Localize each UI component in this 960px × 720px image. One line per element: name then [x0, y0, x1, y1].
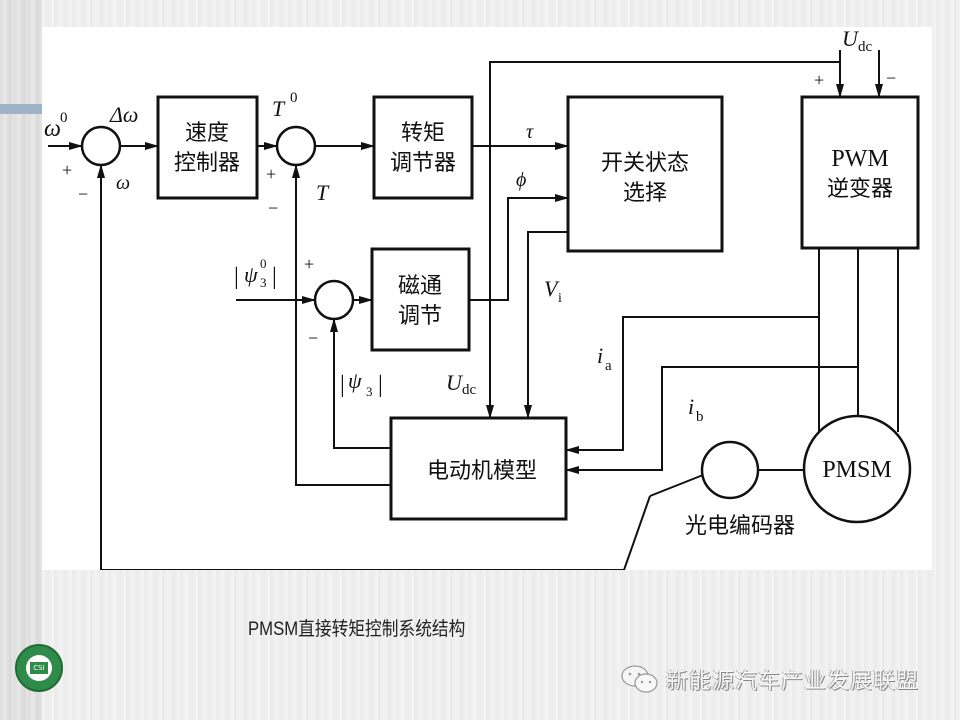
inverter-label: 逆变器	[827, 177, 893, 202]
udc-mid-sub: dc	[462, 382, 477, 398]
omega-ref-label: ω	[44, 116, 61, 142]
sum-junction-speed	[80, 125, 122, 167]
torque-regulator-label-1: 转矩	[401, 121, 445, 146]
flux-regulator-block	[370, 247, 471, 352]
line-vi	[524, 231, 568, 419]
flux-ref-sub: 3	[260, 275, 267, 290]
flux-ref-abs-right: |	[272, 264, 277, 290]
ib-label: i	[688, 394, 694, 419]
sum-junction-torque	[275, 125, 317, 167]
watermark-text: 新能源汽车产业发展联盟	[666, 669, 920, 694]
minus-sign-2: −	[268, 198, 278, 218]
flux-sub: 3	[366, 384, 373, 399]
logo-inner-circle: CSI	[26, 655, 52, 681]
torque-regulator-label-2: 调节器	[390, 151, 456, 176]
torque-regulator-block	[372, 95, 474, 200]
pwm-inverter-block	[800, 95, 920, 250]
omega-feedback-label: ω	[116, 172, 130, 194]
plus-sign-1: +	[62, 160, 72, 180]
switch-state-label-2: 选择	[623, 181, 667, 206]
plus-sign-udc: +	[814, 70, 824, 90]
line-torque-feedback	[292, 164, 391, 486]
encoder-circle	[700, 440, 760, 500]
flux-regulator-label-2: 调节	[398, 304, 442, 329]
flux-regulator-label-1: 磁通	[398, 274, 442, 299]
udc-mid-label: U	[446, 370, 464, 395]
csi-logo-icon: CSI	[15, 644, 63, 692]
ia-sub: a	[605, 358, 612, 374]
line-omega-feedback	[97, 164, 651, 570]
sum-junction-flux	[313, 279, 355, 321]
omega-ref-sup: 0	[60, 110, 68, 126]
pwm-label: PWM	[831, 146, 888, 172]
speed-controller-block	[156, 95, 259, 200]
udc-top-label: U	[842, 27, 860, 51]
accent-bar	[0, 104, 42, 114]
ia-label: i	[597, 343, 603, 368]
wechat-icon	[620, 663, 660, 695]
vi-sub: i	[558, 291, 562, 306]
ib-sub: b	[696, 409, 704, 425]
motor-model-label: 电动机模型	[427, 459, 537, 484]
flux-ref-label: ψ	[244, 262, 258, 287]
flux-ref-abs-left: |	[234, 264, 239, 290]
line-encoder-feedback	[649, 474, 704, 497]
udc-top-sub: dc	[858, 39, 873, 55]
left-decorative-band	[0, 0, 42, 720]
switch-state-block	[566, 95, 724, 253]
line-ib	[565, 366, 858, 474]
line-ia	[565, 316, 819, 454]
watermark: 新能源汽车产业发展联盟	[620, 662, 919, 696]
line-flux-feedback	[330, 318, 391, 449]
plus-sign-2: +	[266, 164, 276, 184]
vi-label: V	[544, 276, 560, 301]
plus-sign-3: +	[304, 254, 314, 274]
switch-state-label-1: 开关状态	[601, 151, 689, 176]
speed-controller-label-1: 速度	[185, 121, 229, 146]
encoder-label: 光电编码器	[685, 514, 795, 539]
phi-label: ϕ	[516, 169, 526, 191]
torque-feedback-label: T	[316, 180, 330, 205]
line-udc	[489, 61, 840, 418]
pmsm-label: PMSM	[822, 457, 891, 483]
speed-controller-label-2: 控制器	[174, 151, 240, 176]
dtc-block-diagram: 速度 控制器 转矩 调节器 开关状态 选择 PWM 逆变器 磁通 调节 电动机模…	[44, 27, 920, 570]
flux-abs-left: |	[340, 372, 345, 398]
torque-ref-sup: 0	[290, 90, 298, 106]
diagram-caption: PMSM直接转矩控制系统结构	[248, 619, 466, 640]
flux-ref-sup: 0	[260, 256, 267, 271]
delta-omega-label: Δω	[109, 102, 138, 127]
diagram-canvas: 速度 控制器 转矩 调节器 开关状态 选择 PWM 逆变器 磁通 调节 电动机模…	[42, 27, 932, 570]
minus-sign-1: −	[78, 184, 88, 204]
minus-sign-3: −	[308, 328, 318, 348]
flux-label: ψ	[348, 368, 362, 393]
torque-ref-label: T	[272, 96, 286, 121]
minus-sign-udc: −	[886, 68, 896, 88]
logo-text: CSI	[30, 662, 48, 674]
line-phi	[469, 194, 569, 301]
tau-label: τ	[526, 121, 534, 143]
flux-abs-right: |	[378, 372, 383, 398]
